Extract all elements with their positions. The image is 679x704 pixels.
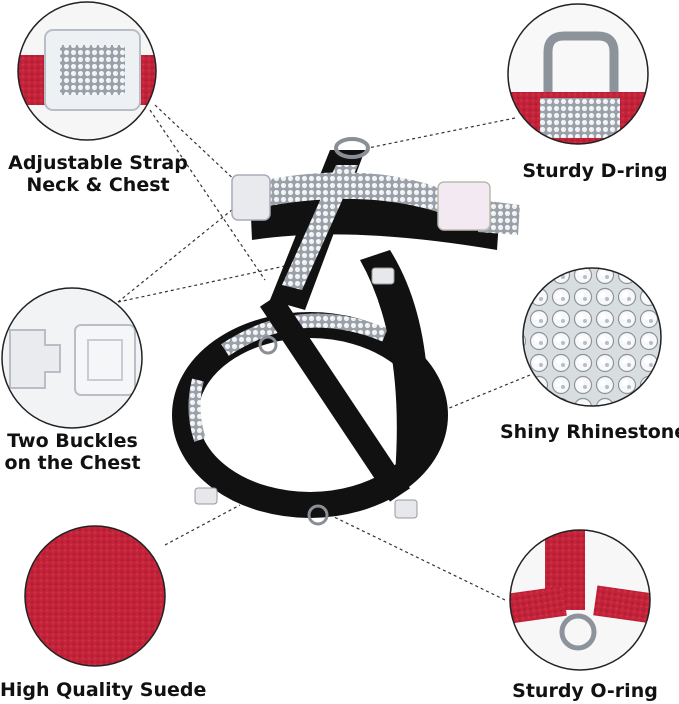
label-high-quality-suede-text: High Quality Suede — [0, 679, 207, 701]
label-sturdy-o-ring: Sturdy O-ring — [505, 680, 665, 702]
callout-suede-image — [24, 525, 166, 667]
leader-line-adjustable-strap — [149, 109, 266, 281]
label-two-buckles-line1: Two Buckles — [7, 430, 138, 452]
leader-line-o-ring — [329, 514, 506, 601]
harness-product-image — [172, 137, 520, 526]
callout-o-ring-image — [509, 529, 651, 671]
callout-d-ring-image — [507, 3, 649, 145]
label-adjustable-strap: Adjustable Strap Neck & Chest — [8, 152, 188, 196]
label-sturdy-d-ring: Sturdy D-ring — [520, 160, 670, 182]
label-adjustable-strap-line2: Neck & Chest — [26, 174, 170, 196]
leader-line-adjustable-strap-2 — [154, 104, 241, 186]
label-shiny-rhinestones-text: Shiny Rhinestones — [500, 421, 679, 443]
callout-adjustable-strap-image — [17, 1, 157, 141]
label-high-quality-suede: High Quality Suede — [0, 679, 207, 701]
leader-line-buckle-2 — [117, 257, 323, 303]
leader-line-d-ring — [367, 117, 516, 149]
leader-lines — [117, 104, 531, 601]
callout-buckles-image — [1, 287, 143, 429]
label-two-buckles: Two Buckles on the Chest — [0, 430, 145, 474]
label-adjustable-strap-line1: Adjustable Strap — [8, 152, 188, 174]
label-sturdy-o-ring-text: Sturdy O-ring — [512, 680, 658, 702]
callout-rhinestones-image — [522, 267, 662, 407]
leader-line-suede — [164, 504, 241, 546]
leader-line-rhinestones — [419, 374, 531, 421]
label-sturdy-d-ring-text: Sturdy D-ring — [522, 160, 668, 182]
label-shiny-rhinestones: Shiny Rhinestones — [500, 421, 679, 443]
label-two-buckles-line2: on the Chest — [4, 452, 141, 474]
leader-line-buckle-1 — [117, 204, 239, 303]
